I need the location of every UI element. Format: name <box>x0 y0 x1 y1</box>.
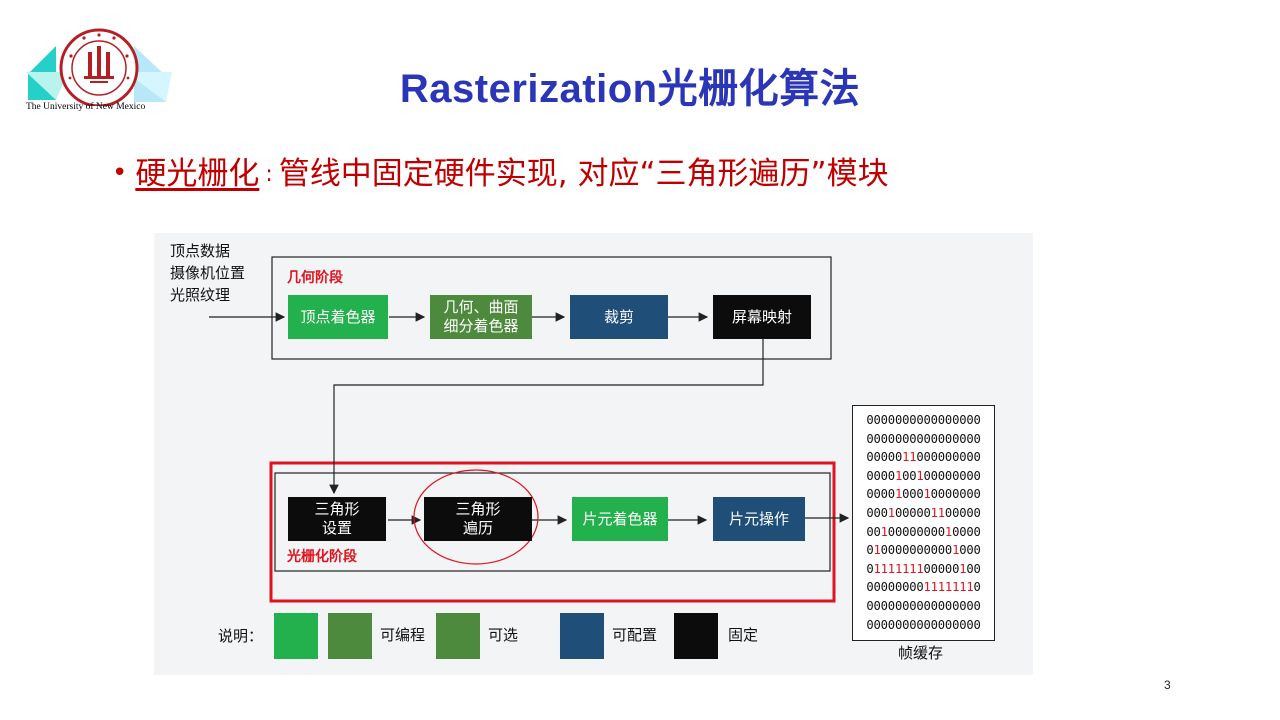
triangle-setup-box: 三角形设置 <box>288 497 386 541</box>
input-label-camera: 摄像机位置 <box>170 264 246 282</box>
geometry-tessellation-shader-box: 几何、曲面细分着色器 <box>430 295 532 339</box>
framebuffer-row: 0000100010000000 <box>866 487 981 502</box>
framebuffer-row: 0000000000000000 <box>866 598 981 613</box>
slide-title-text: Rasterization光栅化算法 <box>399 67 861 111</box>
triangle-traversal-line2: 遍历 <box>462 519 493 537</box>
legend-title: 说明： <box>218 627 264 645</box>
framebuffer-row: 0000100100000000 <box>866 468 981 483</box>
clipping-label: 裁剪 <box>603 307 634 326</box>
bullet-description: 管线中固定硬件实现, 对应“三角形遍历”模块 <box>278 156 889 192</box>
pipeline-connectors <box>209 256 850 603</box>
page-number: 3 <box>1164 678 1171 692</box>
raster-stage-red-frame <box>269 461 836 603</box>
geometry-stage-label: 几何阶段 <box>287 270 343 286</box>
framebuffer-row: 0000011000000000 <box>866 450 981 465</box>
screen-mapping-box: 屏幕映射 <box>713 295 811 339</box>
framebuffer-row: 0000000000000000 <box>866 431 981 446</box>
fragment-shader-label: 片元着色器 <box>582 509 658 528</box>
geometry-shader-line1: 几何、曲面 <box>443 298 519 316</box>
triangle-setup-line2: 设置 <box>321 519 352 537</box>
bullet-point: •硬光栅化:管线中固定硬件实现, 对应“三角形遍历”模块 <box>112 148 1212 193</box>
clipping-box: 裁剪 <box>570 295 668 339</box>
legend-label-fixed: 固定 <box>728 626 759 644</box>
framebuffer-row: 0001000001100000 <box>866 505 981 520</box>
legend-swatch-optional <box>436 613 480 659</box>
input-label-vertex-data: 顶点数据 <box>170 242 231 260</box>
screen-mapping-label: 屏幕映射 <box>731 307 792 326</box>
legend-swatch-programmable <box>274 613 318 659</box>
legend-label-optional: 可选 <box>488 626 519 644</box>
triangle-traversal-line1: 三角形 <box>455 500 501 518</box>
fragment-operations-box: 片元操作 <box>713 497 805 541</box>
framebuffer-row: 0000000011111110 <box>866 580 981 595</box>
legend-swatch-fixed <box>674 613 718 659</box>
fragment-shader-box: 片元着色器 <box>572 497 668 541</box>
legend-label-configurable: 可配置 <box>612 626 658 644</box>
triangle-setup-line1: 三角形 <box>314 500 360 518</box>
vertex-shader-box: 顶点着色器 <box>288 295 388 339</box>
geometry-stage-frame <box>271 256 832 360</box>
pipeline-diagram: 顶点数据 摄像机位置 光照纹理 几何阶段 顶点着色器 几何、曲面细分着色器 裁剪… <box>154 233 1033 675</box>
raster-stage-label: 光栅化阶段 <box>287 549 357 565</box>
bullet-dot-icon: • <box>112 158 128 188</box>
framebuffer-row: 0000000000000000 <box>866 413 981 427</box>
framebuffer-row: 0100000000001000 <box>866 543 981 558</box>
legend-label-programmable: 可编程 <box>380 626 426 644</box>
framebuffer-grid: 0000000000000000 0000000000000000 00000110… <box>852 405 995 641</box>
vertex-shader-label: 顶点着色器 <box>300 307 376 326</box>
framebuffer-row: 0000000000000000 <box>866 617 981 632</box>
logo-graphic <box>26 28 172 108</box>
triangle-traversal-box: 三角形遍历 <box>424 497 532 541</box>
legend-swatch-configurable <box>560 613 604 659</box>
university-logo <box>26 26 176 118</box>
raster-stage-frame <box>274 472 831 572</box>
framebuffer-row: 0111111100000100 <box>866 561 981 576</box>
framebuffer-label: 帧缓存 <box>898 644 944 662</box>
fragment-operations-label: 片元操作 <box>728 509 789 528</box>
input-label-lighting: 光照纹理 <box>170 286 231 304</box>
traversal-highlight-ellipse <box>413 469 539 565</box>
slide-title: Rasterization光栅化算法 <box>0 56 1260 114</box>
geometry-shader-line2: 细分着色器 <box>443 317 519 335</box>
bullet-term: 硬光栅化 <box>135 156 260 192</box>
logo-caption: The University of New Mexico <box>26 102 146 112</box>
legend-swatch-programmable-olive <box>328 613 372 659</box>
framebuffer-row: 0010000000010000 <box>866 524 981 539</box>
bullet-separator: : <box>265 162 273 187</box>
